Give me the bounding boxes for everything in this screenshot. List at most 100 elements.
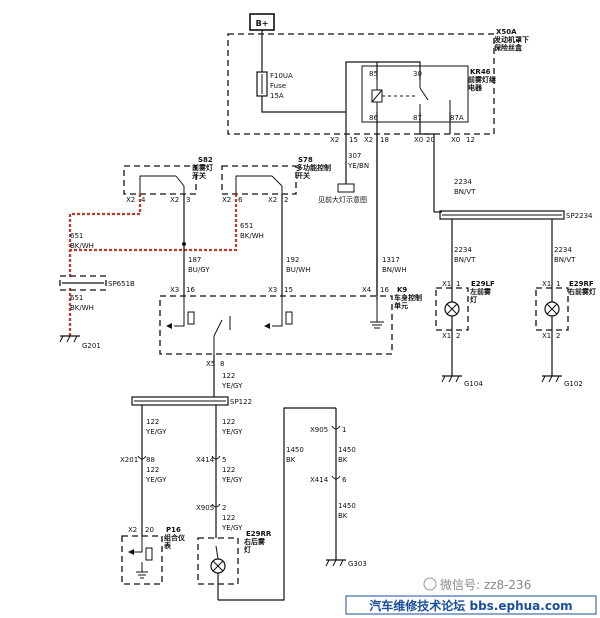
s82-conn-right: X2 xyxy=(170,196,179,204)
p16-pin: 20 xyxy=(145,526,154,534)
s78-pin-right: 2 xyxy=(284,196,288,204)
k9-p3-pin: 16 xyxy=(380,286,389,294)
wire-651-b-num: 651 xyxy=(240,222,253,230)
relay-pin-85: 85 xyxy=(369,70,378,78)
lamp-e29rf: X1 1 E29RF 右前雾灯 X1 2 xyxy=(535,280,596,376)
ground-g102-label: G102 xyxy=(564,380,583,388)
note-fog: 见前大灯示意图 xyxy=(318,195,367,204)
wire-122-e-color: YE/GY xyxy=(221,476,243,484)
relay-id: KR46 xyxy=(470,68,491,76)
footer-text: 汽车维修技术论坛 bbs.ephua.com xyxy=(369,598,572,613)
wire-192-color: BU/WH xyxy=(286,266,310,274)
switch-s82-id: S82 xyxy=(198,156,213,164)
k9-p2-conn: X3 xyxy=(268,286,277,294)
relay-name-fo: 前雾灯继电器 xyxy=(468,76,496,92)
watermark: 微信号: zz8-236 xyxy=(423,577,531,592)
lamp-rf-name-fo: 右前雾灯 xyxy=(568,288,596,296)
fuse-box-x50a: X50A 发动机罩下保险丝盒 xyxy=(227,28,529,135)
wire-1450-b-color: BK xyxy=(338,456,348,464)
ground-g201-label: G201 xyxy=(82,342,101,350)
lamp-e29lf: X1 1 E29LF 左前雾灯 X1 2 xyxy=(435,280,495,376)
fb-c1: X2 xyxy=(330,136,339,144)
wire-187: 187 BU/GY xyxy=(182,194,210,296)
p16-name-fo: 组合仪表 xyxy=(164,534,185,550)
fb-c3-pin: 20 xyxy=(426,136,435,144)
lamp-rr-name: 右后雾灯 xyxy=(244,538,265,554)
p16-name: 组合仪表 xyxy=(164,534,185,550)
p16-id: P16 xyxy=(166,526,181,534)
k9-name-fo: 车身控制单元 xyxy=(394,294,422,310)
battery-label: B+ xyxy=(256,19,269,28)
s82-pin-left: 4 xyxy=(141,196,146,204)
relay-pin-87a: 87A xyxy=(450,114,464,122)
lamp-e29rr: E29RR 右后雾灯 xyxy=(197,407,336,601)
switch-s78-name: 多功能控制开关 xyxy=(296,164,331,180)
x905-b-conn: X905 xyxy=(310,426,328,434)
wire-651-b-color: BK/WH xyxy=(240,232,264,240)
wire-187-num: 187 xyxy=(188,256,201,264)
x905-a-pin: 2 xyxy=(222,504,226,512)
wire-2234-b-num: 2234 xyxy=(454,246,472,254)
wire-1450-a-color: BK xyxy=(286,456,296,464)
s78-conn-left: X2 xyxy=(222,196,231,204)
switch-s78-name-fo: 多功能控制开关 xyxy=(296,164,331,180)
lamp-lf-top-conn: X1 xyxy=(442,280,451,288)
splice-sp122: SP122 xyxy=(131,396,252,406)
k9-p4-conn: X5 xyxy=(206,360,215,368)
watermark-text: 微信号: zz8-236 xyxy=(440,578,531,592)
ground-g303-label: G303 xyxy=(348,560,367,568)
wire-187-color: BU/GY xyxy=(188,266,210,274)
relay-name: 前雾灯继电器 xyxy=(468,76,496,92)
wire-122-a: 122 YE/GY xyxy=(213,354,243,398)
wire-122-f-num: 122 xyxy=(222,514,235,522)
wire-122-b-color: YE/GY xyxy=(145,428,167,436)
k9-p4-pin: 8 xyxy=(220,360,224,368)
wire-122-f-color: YE/GY xyxy=(221,524,243,532)
wire-1450-c-num: 1450 xyxy=(338,502,356,510)
splice-2234-label: SP2234 xyxy=(566,212,593,220)
wire-192-num: 192 xyxy=(286,256,299,264)
switch-s82-name-fo: 前雾灯开关 xyxy=(192,164,213,180)
fb-c4-pin: 12 xyxy=(466,136,475,144)
battery-terminal: B+ xyxy=(249,13,275,72)
lamp-rf-bot-pin: 2 xyxy=(556,332,560,340)
ground-g201: G201 xyxy=(59,335,101,350)
wire-1317-num: 1317 xyxy=(382,256,400,264)
k9-p1-pin: 16 xyxy=(186,286,195,294)
lamp-lf-top-pin: 1 xyxy=(456,280,460,288)
fuse-type: Fuse xyxy=(270,82,286,90)
fuse-box-connectors: X2 15 X2 18 X0 20 X0 12 xyxy=(330,112,475,300)
fuse-box-id: X50A xyxy=(496,28,517,36)
lamp-lf-name-fo: 左前雾灯 xyxy=(470,288,491,304)
wire-2234-right: 2234 BN/VT xyxy=(551,219,576,280)
s78-conn-right: X2 xyxy=(268,196,277,204)
wire-2234-c-num: 2234 xyxy=(554,246,572,254)
ground-g104-label: G104 xyxy=(464,380,483,388)
p16-conn: X2 xyxy=(128,526,137,534)
x201-pin: 88 xyxy=(146,456,155,464)
splice-sp2234: SP2234 xyxy=(434,210,593,220)
wire-307: 307 YE/BN 见前大灯示意图 xyxy=(318,146,369,204)
wire-122-c-color: YE/GY xyxy=(221,428,243,436)
ground-g102: G102 xyxy=(541,375,583,388)
relay-pin-30: 30 xyxy=(413,70,422,78)
lamp-rr-name-fo: 右后雾灯 xyxy=(244,538,265,554)
wire-122-mid: 122 YE/GY X414 5 122 YE/GY X905 2 122 YE… xyxy=(196,405,243,538)
lamp-lf-id: E29LF xyxy=(471,280,495,288)
wire-122-c-num: 122 xyxy=(222,418,235,426)
wire-122-d-num: 122 xyxy=(146,466,159,474)
wire-651-c-color: BK/WH xyxy=(70,304,94,312)
k9-name: 车身控制单元 xyxy=(394,294,422,310)
fuse-box-name: 发动机罩下保险丝盒 xyxy=(494,36,529,52)
s82-conn-left: X2 xyxy=(126,196,135,204)
wire-2234-feed: 2234 BN/VT xyxy=(433,170,476,212)
wire-2234-a-num: 2234 xyxy=(454,178,472,186)
wire-122-left: 122 YE/GY X201 88 122 YE/GY xyxy=(120,405,167,536)
x414-a-pin: 5 xyxy=(222,456,226,464)
lamp-rf-top-pin: 1 xyxy=(556,280,560,288)
x905-a-conn: X905 xyxy=(196,504,214,512)
relay-kr46: KR46 前雾灯继电器 85 30 86 87 87A xyxy=(345,61,496,123)
fuse-f10ua: F10UA Fuse 15A xyxy=(256,71,346,113)
switch-s82: S82 前雾灯开关 X2 4 X2 3 xyxy=(123,156,213,204)
wire-122-a-num: 122 xyxy=(222,372,235,380)
